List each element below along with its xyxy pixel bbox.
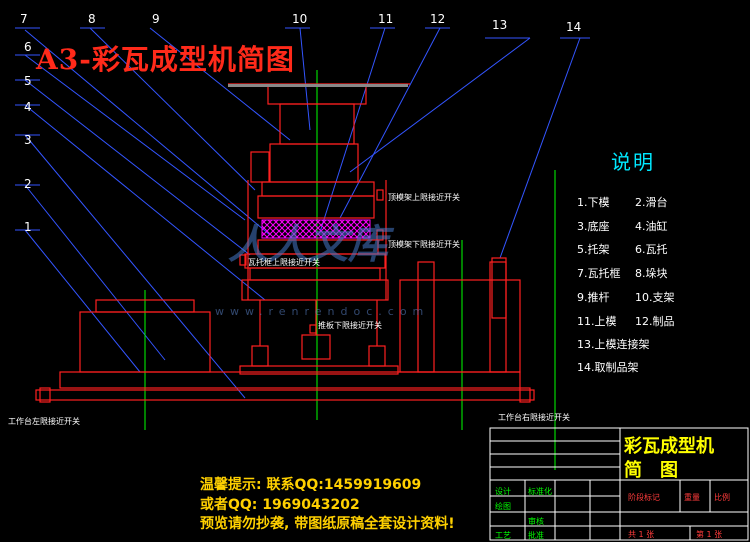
part-number-8: 8 (88, 12, 96, 26)
title-block-drawing: 绘图 (495, 502, 511, 511)
part-number-14: 14 (566, 20, 582, 34)
annotation-tray-up-switch: 瓦托框上限接近开关 (248, 258, 320, 267)
part-number-11: 11 (378, 12, 394, 26)
legend-item: 11.上模 (577, 315, 617, 328)
annotation-upper-down-switch: 顶模架下限接近开关 (388, 240, 460, 249)
watermark-url: www.renrendoc.com (215, 305, 430, 318)
part-number-9: 9 (152, 12, 160, 26)
title-block-design: 设计 (495, 487, 511, 496)
title-block-scale: 比例 (714, 493, 730, 502)
legend-item: 14.取制品架 (577, 361, 639, 374)
annotation-pusher-down-switch: 推板下限接近开关 (318, 321, 382, 330)
ground-hatch (228, 84, 408, 87)
legend-item: 3.底座 (577, 220, 610, 233)
title-block-lines (489, 427, 749, 541)
title-block-review: 审核 (528, 517, 544, 526)
warning-line-2: 或者QQ: 1969043202 (200, 497, 360, 513)
part-number-13: 13 (492, 18, 508, 32)
legend-item: 12.制品 (635, 315, 675, 328)
part-number-1: 1 (24, 220, 32, 234)
annotation-table-right-switch: 工作台右限接近开关 (498, 413, 570, 422)
leader-lines (15, 27, 590, 399)
legend-item: 5.托架 (577, 243, 610, 256)
legend-item: 10.支架 (635, 291, 675, 304)
part-number-2: 2 (24, 177, 32, 191)
annotation-upper-up-switch: 顶模架上限接近开关 (388, 193, 460, 202)
legend-item: 1.下模 (577, 196, 610, 209)
product-hatch (261, 219, 371, 239)
legend-item: 7.瓦托框 (577, 267, 621, 280)
part-number-7: 7 (20, 12, 28, 26)
warning-line-3: 预览请勿抄袭, 带图纸原稿全套设计资料! (200, 516, 455, 532)
part-number-3: 3 (24, 133, 32, 147)
legend-item: 9.推杆 (577, 291, 610, 304)
legend-item: 6.瓦托 (635, 243, 668, 256)
part-number-12: 12 (430, 12, 446, 26)
title-block-name-1: 彩瓦成型机 (624, 436, 714, 457)
part-number-4: 4 (24, 100, 32, 114)
machine-structure (35, 83, 535, 403)
part-number-5: 5 (24, 74, 32, 88)
drawing-title: A3-彩瓦成型机简图 (36, 43, 295, 76)
part-number-10: 10 (292, 12, 308, 26)
legend-heading: 说明 (611, 150, 655, 174)
legend-item: 2.滑台 (635, 196, 668, 209)
title-block-weight: 重量 (684, 493, 700, 502)
legend-item: 8.垛块 (635, 267, 668, 280)
legend-item: 13.上模连接架 (577, 338, 650, 351)
title-block-standard: 标准化 (528, 487, 552, 496)
title-block-name-2: 简 图 (624, 460, 678, 481)
title-block-sheet-total: 共 1 张 (628, 530, 655, 539)
legend-item: 4.油缸 (635, 220, 668, 233)
title-block-stage-mark: 阶段标记 (628, 493, 660, 502)
watermark-logo: 人人文库 (228, 221, 388, 268)
title-block-approve: 批准 (528, 531, 544, 540)
annotation-table-left-switch: 工作台左限接近开关 (8, 417, 80, 426)
title-block-process: 工艺 (495, 531, 511, 540)
title-block-sheet-no: 第 1 张 (696, 530, 723, 539)
centerlines (144, 70, 556, 470)
warning-line-1: 温馨提示: 联系QQ:1459919609 (200, 477, 422, 493)
part-number-6: 6 (24, 40, 32, 54)
